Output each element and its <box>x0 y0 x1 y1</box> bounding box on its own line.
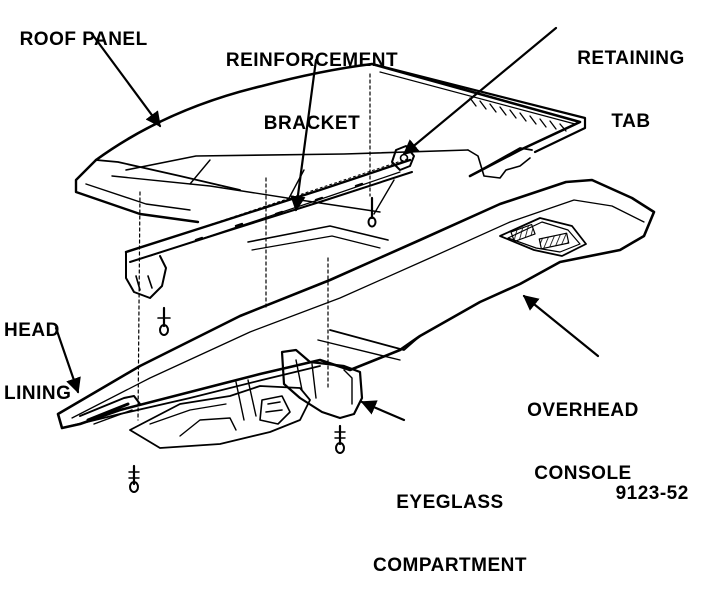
overhead-console <box>56 178 656 430</box>
figure-number-text: 9123-52 <box>615 483 689 504</box>
retaining-tab-leader <box>402 26 558 156</box>
overhead-console-text-line2: CONSOLE <box>534 463 632 484</box>
reinforcement-bracket-label: REINFORCEMENT BRACKET <box>216 8 408 155</box>
retaining-tab-text-line1: RETAINING <box>577 48 685 69</box>
retaining-tab-text-line2: TAB <box>611 111 651 132</box>
roof-panel-label: ROOF PANEL <box>8 8 148 50</box>
eyeglass-compartment <box>280 348 364 420</box>
roof-panel-text: ROOF PANEL <box>19 29 148 50</box>
leader-lines <box>54 26 600 422</box>
reinforcement-bracket-text-line2: BRACKET <box>263 113 361 134</box>
overhead-console-leader <box>522 294 600 358</box>
eyeglass-compartment-text-line2: COMPARTMENT <box>373 555 527 576</box>
alignment-lines <box>137 73 371 421</box>
reinforcement-bracket-text-line1: REINFORCEMENT <box>225 50 399 71</box>
exploded-view-drawing <box>54 26 656 493</box>
retaining-tab-label: RETAINING TAB <box>566 6 696 153</box>
reinforcement-bracket <box>124 145 415 299</box>
head-lining-text-line2: LINING <box>4 383 72 404</box>
reinforcement-bracket-leader <box>290 58 318 212</box>
head-lining-label: HEAD LINING <box>4 278 71 425</box>
overhead-console-label: OVERHEAD CONSOLE <box>508 358 658 505</box>
eyeglass-compartment-leader <box>360 400 406 422</box>
head-lining-text-line1: HEAD <box>4 320 60 341</box>
head-lining <box>129 379 311 449</box>
roof-panel-leader <box>90 32 162 128</box>
overhead-console-text-line1: OVERHEAD <box>527 400 639 421</box>
figure-number: 9123-52 <box>604 462 689 504</box>
eyeglass-compartment-label: EYEGLASS COMPARTMENT <box>358 450 542 597</box>
screw-fasteners <box>128 196 377 493</box>
head-lining-leader <box>54 326 81 394</box>
eyeglass-compartment-text-line1: EYEGLASS <box>396 492 504 513</box>
